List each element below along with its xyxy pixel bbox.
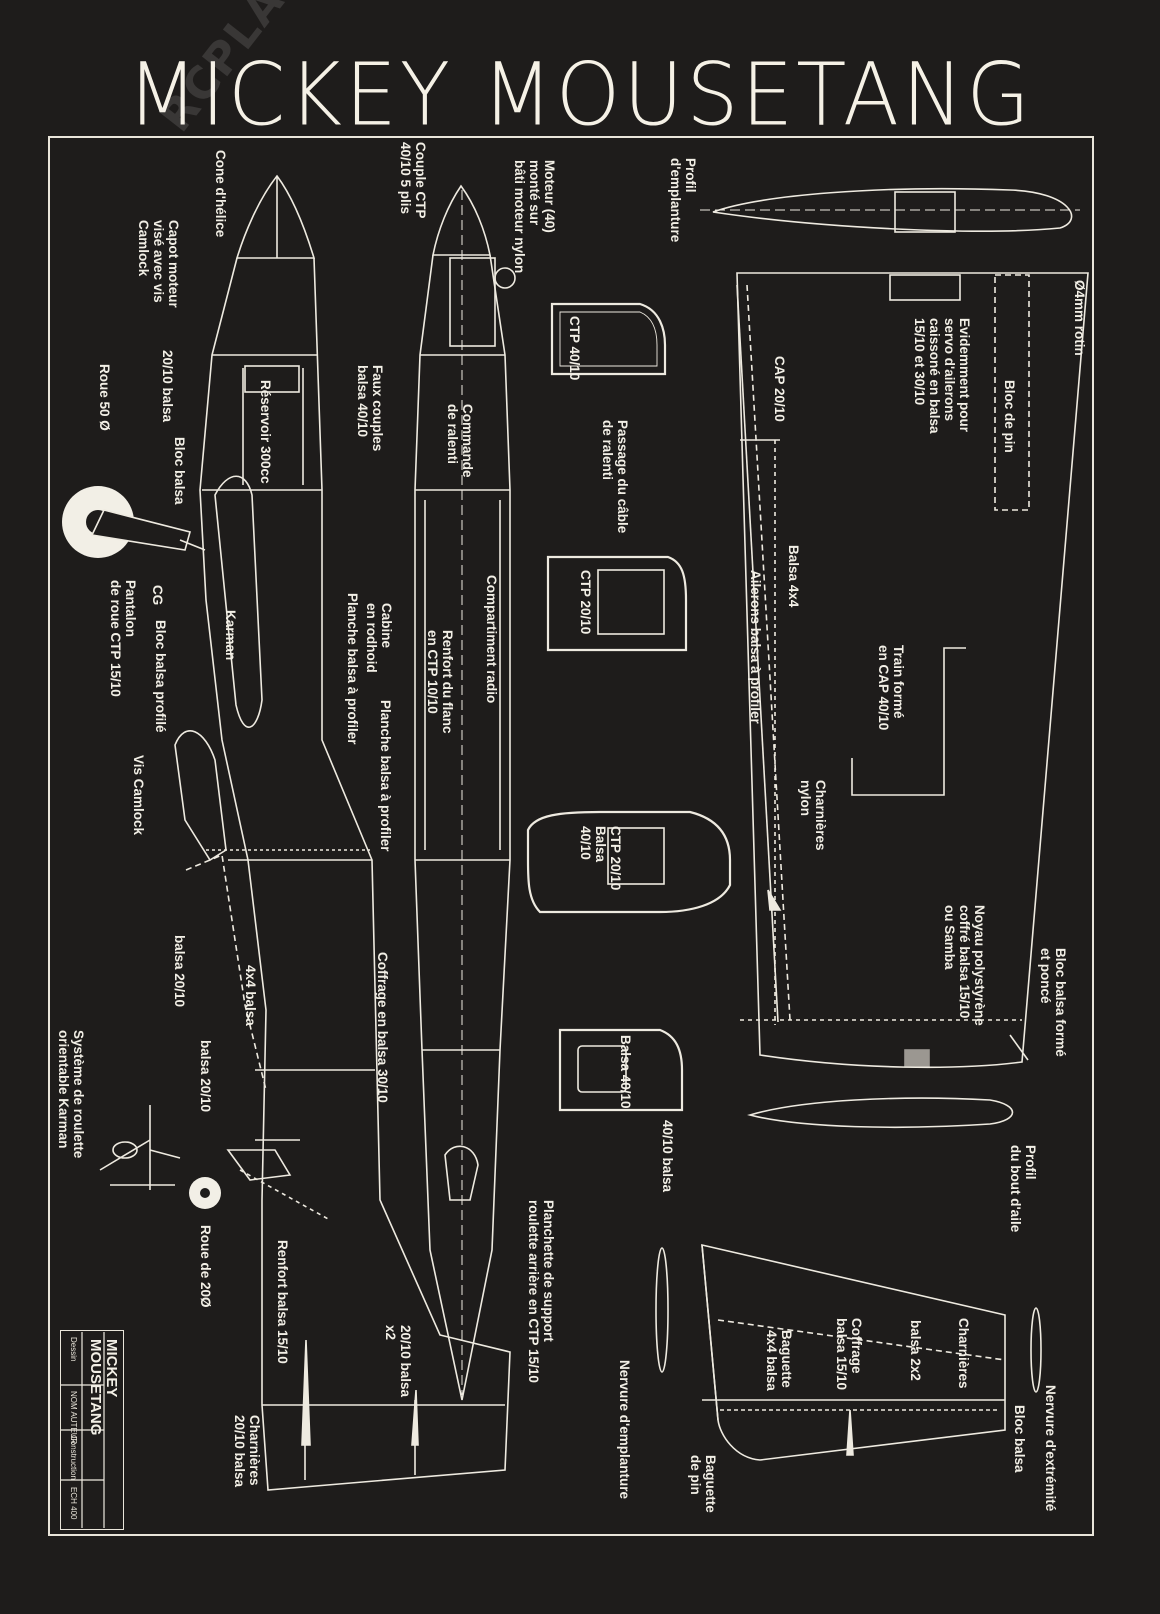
landing-gear-wire (851, 647, 966, 796)
label-balsa-2010-b: balsa 20/10 (172, 935, 187, 1008)
label-evidement: Evidemment pour servo d'ailerons caisson… (912, 318, 972, 434)
label-ctp-40: CTP 40/10 (567, 316, 582, 381)
cartouche-ref1: NOM AUTEUR (69, 1391, 78, 1445)
label-balsa-2010-x2: 20/10 balsa x2 (383, 1325, 413, 1398)
cartouche-ref2: ECH 400 (69, 1487, 78, 1520)
label-ctp-20-balsa: CTP 20/10 Balsa 40/10 (578, 826, 623, 891)
label-baguette-pin: Baguette de pin (688, 1455, 718, 1513)
label-cone-helice: Cone d'hélice (213, 150, 228, 238)
label-rotin: Ø4mm rotin (1072, 280, 1087, 356)
label-cg: CG (150, 585, 165, 606)
label-coffrage-1510: Coffrage balsa 15/10 (834, 1318, 864, 1391)
bulkhead-balsa-40 (558, 1028, 684, 1112)
label-roue-50: Roue 50 Ø (97, 364, 112, 431)
label-compartiment: Compartiment radio (484, 575, 499, 704)
cartouche-construction: Construction (69, 1435, 78, 1480)
label-balsa-2010-c: balsa 20/10 (198, 1040, 213, 1113)
label-ailerons: Ailerons balsa à profiler (748, 570, 763, 724)
label-balsa-4010: Balsa 40/10 (618, 1035, 633, 1109)
label-bloc-profile: Bloc balsa profilé (153, 620, 168, 733)
fuselage-top-view (414, 184, 516, 1401)
title-block (60, 1332, 105, 1528)
label-cabine: Cabine en rodhoid (364, 603, 394, 673)
label-renfort-balsa: Renfort balsa 15/10 (275, 1240, 290, 1364)
label-renfort-flanc: Renfort du flanc en CTP 10/10 (425, 630, 455, 734)
tail-wheel (189, 1177, 221, 1209)
label-planche-2: Planche balsa à profiler (378, 700, 393, 852)
label-balsa-4x4: Balsa 4x4 (786, 545, 801, 608)
plan-title: MICKEY MOUSETANG (127, 45, 1033, 146)
label-coffrage-30: Coffrage en balsa 30/10 (375, 952, 390, 1103)
label-noyau: Noyau polystyrène coffré balsa 15/10 ou … (942, 905, 987, 1026)
label-train: Train formé en CAP 40/10 (876, 645, 906, 731)
label-charnieres-nylon: Charnières nylon (798, 780, 828, 851)
front-wheel (62, 486, 206, 558)
cartouche: MICKEY MOUSETANG Dessin NOM AUTEUR Const… (60, 1330, 124, 1530)
label-bloc-balsa-b: Bloc balsa (1012, 1405, 1027, 1473)
label-commande: Commande de ralenti (445, 404, 475, 478)
label-capot: Capot moteur visé avec vis Camlock (136, 220, 181, 308)
label-ctp-20-a: CTP 20/10 (578, 570, 593, 635)
label-nervure-extremite: Nervure d'extrémité (1043, 1385, 1058, 1512)
label-reservoir: Réservoir 300cc (258, 380, 273, 484)
label-passage: Passage du câble de ralenti (600, 420, 630, 534)
label-faux-couples: Faux couples balsa 40/10 (355, 365, 385, 452)
bulkhead-ctp-20 (546, 555, 688, 652)
label-bloc-balsa: Bloc balsa (172, 437, 187, 505)
wingtip-profile (747, 1097, 1014, 1129)
fuselage-side-view (174, 174, 511, 1491)
label-balsa-2x2: balsa 2x2 (908, 1320, 923, 1381)
label-4010-balsa: 40/10 balsa (660, 1120, 675, 1193)
label-charnieres-a: Charnières 20/10 balsa (232, 1415, 262, 1488)
plan-frame (48, 136, 1094, 1536)
label-roue-20: Roue de 20Ø (198, 1225, 213, 1308)
label-balsa-2010-a: 20/10 balsa (160, 350, 175, 423)
label-systeme-roulette: Système de roulette orientable Karman (56, 1030, 86, 1159)
karman-wheel-system (99, 1105, 181, 1190)
tailplane-plan (655, 1243, 1042, 1461)
label-4x4-balsa-a: 4x4 balsa (243, 965, 258, 1026)
cartouche-name: MICKEY MOUSETANG (87, 1339, 120, 1436)
label-pantalon: Pantalon de roue CTP 15/10 (108, 580, 138, 697)
label-couple-ctp: Couple CTP 40/10 5 plis (398, 142, 428, 219)
label-bloc-pin: Bloc de pin (1002, 380, 1017, 453)
bulkhead-ctp-20-balsa (526, 810, 732, 914)
bulkhead-ctp-40 (550, 302, 667, 376)
label-profil-emplanture: Profil d'emplanture (668, 158, 698, 243)
cartouche-dessin: Dessin (69, 1337, 78, 1362)
label-karman: Karman (223, 610, 238, 661)
label-charnieres-b: Charnières (956, 1318, 971, 1389)
label-nervure-emplanture: Nervure d'emplanture (617, 1360, 632, 1500)
label-planche-1: Planche balsa à profiler (345, 593, 360, 745)
label-profil-bout: Profil du bout d'aile (1008, 1145, 1038, 1233)
wing-plan (700, 187, 1089, 1069)
label-moteur: Moteur (40) monté sur bâti moteur nylon (512, 160, 557, 274)
label-planchette: Planchette de support roulette arrière e… (526, 1200, 556, 1383)
label-cap-2010: CAP 20/10 (772, 356, 787, 422)
label-baguette-4x4: Baguette 4x4 balsa (764, 1330, 794, 1391)
label-vis-camlock: Vis Camlock (131, 755, 146, 836)
label-bloc-forme: Bloc balsa formé et poncé (1038, 948, 1068, 1057)
